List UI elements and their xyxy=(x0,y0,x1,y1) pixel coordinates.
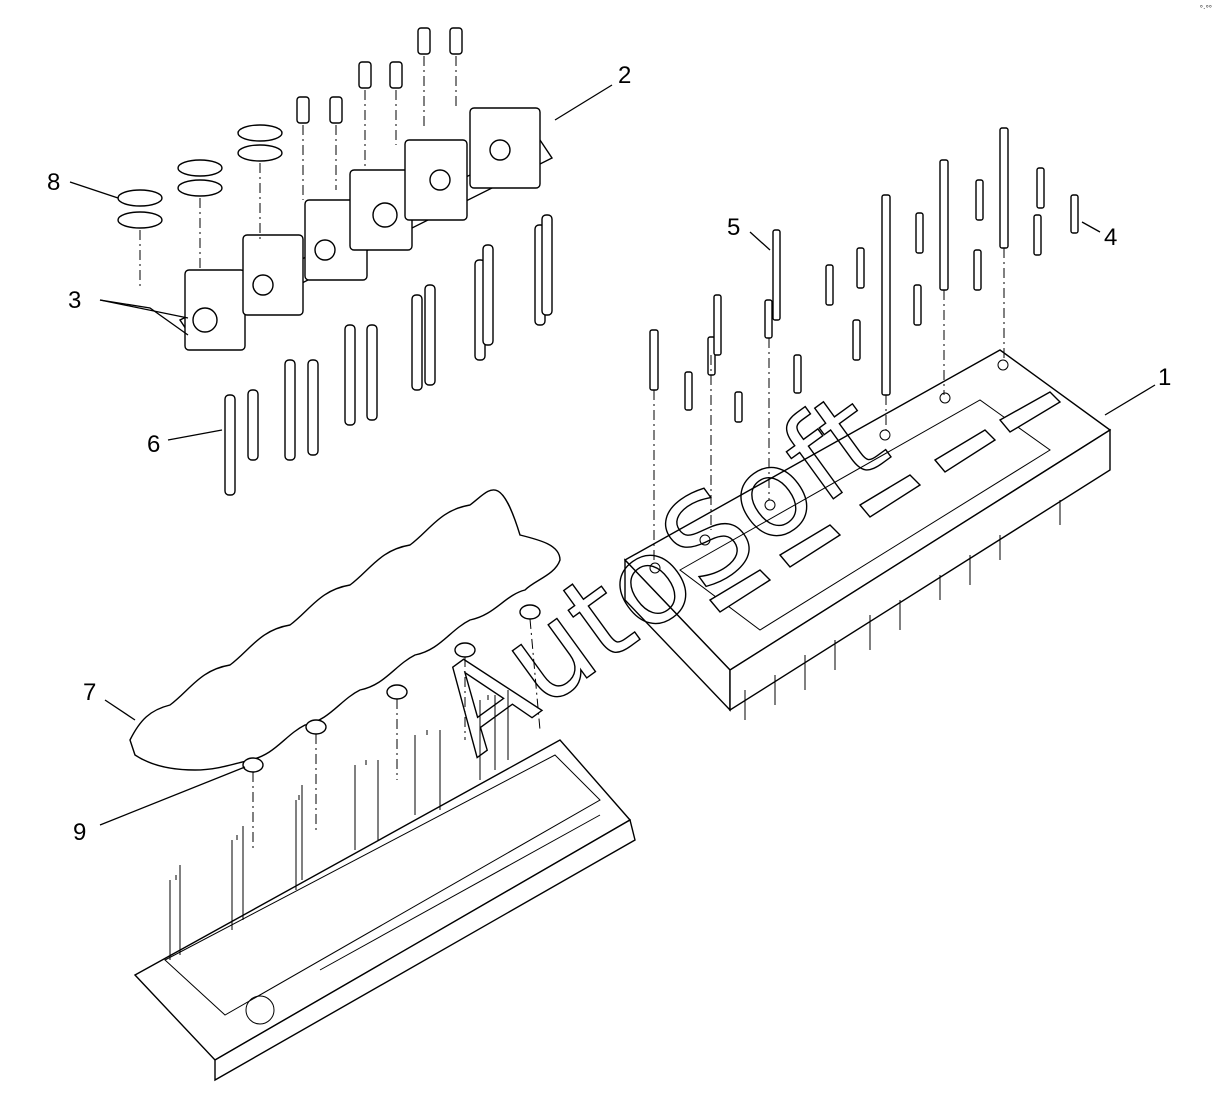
callout-labels: 1 2 3 4 5 6 7 8 9 xyxy=(47,62,1171,846)
callout-3: 3 xyxy=(68,287,81,314)
callout-5: 5 xyxy=(727,214,740,241)
callout-6: 6 xyxy=(147,431,160,458)
callout-2: 2 xyxy=(618,62,631,89)
callout-4: 4 xyxy=(1104,224,1117,251)
rocker-shaft-assembly xyxy=(178,107,554,351)
callout-9: 9 xyxy=(73,819,86,846)
rocker-block xyxy=(184,269,246,351)
callout-1: 1 xyxy=(1158,364,1171,391)
rocker-block xyxy=(349,169,413,251)
callout-7: 7 xyxy=(83,679,96,706)
alignment-lines-head xyxy=(653,248,1005,560)
push-rods xyxy=(224,214,553,496)
cylinder-head-upper xyxy=(623,349,1112,720)
rocker-block xyxy=(469,107,541,189)
gasket xyxy=(129,489,561,771)
rocker-block xyxy=(404,139,468,221)
corner-mark: °·°° xyxy=(1199,4,1212,13)
alignment-lines-upper xyxy=(139,56,457,290)
rocker-block xyxy=(242,234,304,316)
alignment-lines-seals xyxy=(252,618,541,850)
cylinder-head-lower xyxy=(133,690,636,1082)
rings xyxy=(117,124,283,229)
leader-lines xyxy=(69,84,1156,826)
valve-caps xyxy=(296,27,463,124)
callout-8: 8 xyxy=(47,169,60,196)
